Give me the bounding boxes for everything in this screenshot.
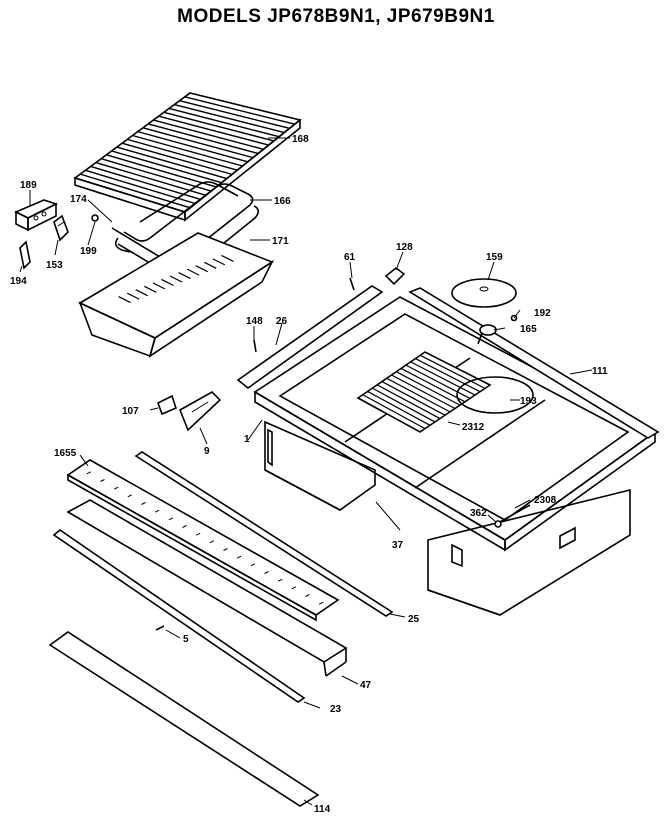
side-rail-111 (408, 287, 660, 439)
clip-194 (19, 240, 31, 270)
callout-165: 165 (520, 324, 537, 335)
element-2308 (494, 504, 531, 528)
pin-61 (349, 277, 355, 291)
cooktop-frame (253, 296, 657, 552)
connector-128 (384, 266, 406, 286)
bracket-153 (53, 214, 69, 242)
grill-grate (73, 92, 302, 222)
callout-168: 168 (292, 134, 309, 145)
element-cover (451, 278, 517, 308)
callout-labels: 168 166 174 189 199 171 153 194 128 61 1… (10, 134, 608, 815)
bracket-107 (157, 394, 177, 416)
callout-159: 159 (486, 252, 503, 263)
callout-193: 193 (520, 396, 537, 407)
callout-23: 23 (330, 704, 342, 715)
callout-166: 166 (274, 196, 291, 207)
screw-5 (155, 625, 165, 631)
callout-192: 192 (534, 308, 551, 319)
callout-25: 25 (408, 614, 420, 625)
screw-148 (253, 339, 257, 353)
control-panel (66, 459, 340, 622)
callout-9: 9 (204, 446, 210, 457)
callout-5: 5 (183, 634, 189, 645)
callout-37: 37 (392, 540, 404, 551)
terminal-block (14, 199, 59, 232)
callout-111: 111 (592, 366, 608, 377)
side-rail-26 (236, 285, 384, 390)
callout-153: 153 (46, 260, 63, 271)
callout-61: 61 (344, 252, 356, 263)
callout-1: 1 (244, 434, 250, 445)
callout-148: 148 (246, 316, 263, 327)
bracket-9 (178, 391, 222, 432)
diagram-title: MODELS JP678B9N1, JP679B9N1 (177, 6, 495, 27)
trim-rail-23 (52, 528, 306, 703)
callout-107: 107 (122, 406, 139, 417)
callout-2308: 2308 (534, 495, 557, 506)
callout-362: 362 (470, 508, 487, 519)
callout-114: 114 (314, 804, 331, 815)
leader-lines (19, 137, 593, 806)
callout-199: 199 (80, 246, 97, 257)
bottom-strip-114 (48, 631, 320, 807)
inner-grate (356, 351, 492, 433)
knob-165 (477, 324, 497, 345)
trim-rail-25 (134, 451, 394, 617)
callout-47: 47 (360, 680, 372, 691)
callout-171: 171 (272, 236, 289, 247)
callout-2312: 2312 (462, 422, 485, 433)
burner-box-right (427, 488, 631, 616)
callout-194: 194 (10, 276, 27, 287)
callout-189: 189 (20, 180, 37, 191)
round-cover (456, 376, 534, 414)
burner-box-left (264, 420, 376, 511)
callout-128: 128 (396, 242, 413, 253)
callout-1655: 1655 (54, 448, 77, 459)
callout-26: 26 (276, 316, 288, 327)
panel-backer-47 (66, 499, 348, 677)
callout-174: 174 (70, 194, 87, 205)
drip-pan (78, 232, 275, 358)
screw-199 (91, 214, 99, 222)
